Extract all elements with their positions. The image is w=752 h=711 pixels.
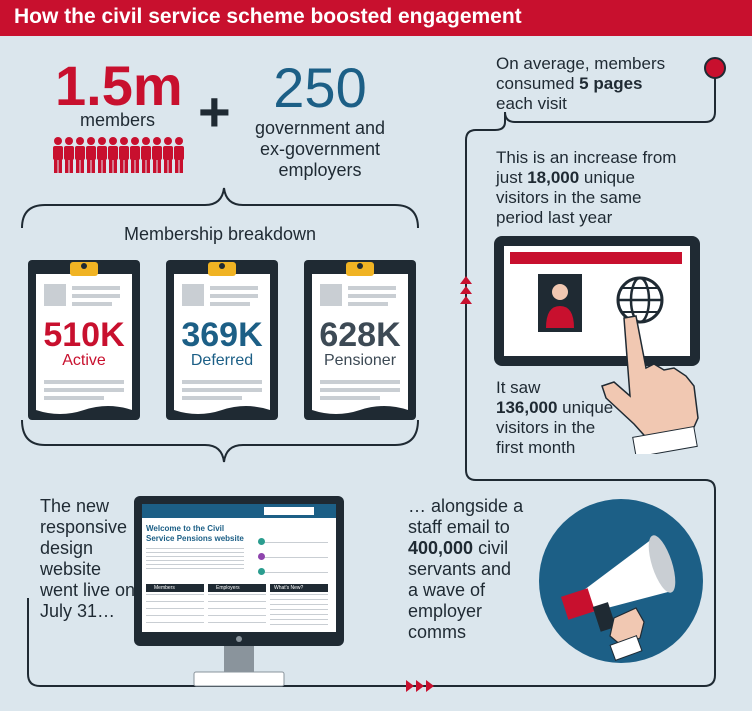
screen-col-2: [208, 594, 266, 626]
pensioner-value: 628K: [319, 316, 401, 354]
megaphone-illustration: [539, 499, 703, 663]
screen-welcome: Welcome to the Civil Service Pensions we…: [146, 524, 244, 543]
hand-icon: [609, 607, 645, 661]
megaphone-icon: [560, 535, 676, 632]
pointing-hand-icon: [601, 315, 699, 454]
month-text: It saw 136,000 unique visitors in the fi…: [496, 378, 614, 457]
user-icon: [552, 284, 568, 300]
clipboard-active: 510K Active: [28, 260, 140, 420]
pages-text: On average, members consumed 5 pages eac…: [496, 54, 666, 113]
clipboard-pensioner: 628K Pensioner: [304, 260, 416, 420]
screen-col-1: [146, 594, 204, 626]
title-bar: [0, 0, 752, 36]
deferred-value: 369K: [181, 316, 263, 354]
end-dot-icon: [704, 57, 726, 79]
screen-body: [146, 548, 244, 570]
deferred-label: Deferred: [190, 352, 254, 369]
bottom-brace: [21, 419, 419, 463]
plus-sign: +: [198, 80, 231, 143]
screen-tab-employers: Employers: [208, 584, 266, 592]
active-label: Active: [62, 352, 106, 369]
employers-label: government and ex-government employers: [254, 118, 386, 180]
page-title: How the civil service scheme boosted eng…: [14, 5, 522, 28]
tablet-illustration: [494, 236, 700, 454]
monitor: Welcome to the Civil Service Pensions we…: [134, 496, 344, 692]
employers-value: 250: [273, 56, 367, 119]
members-value: 1.5m: [55, 54, 183, 117]
clipboard-icon: [28, 260, 140, 420]
breakdown-heading: Membership breakdown: [123, 224, 317, 244]
arrow-up-icon: [460, 276, 472, 304]
clipboard-icon: [304, 260, 416, 420]
clipboard-deferred: 369K Deferred: [166, 260, 278, 420]
screen-col-3: [270, 594, 328, 626]
arrow-right-icon: [406, 680, 434, 692]
active-value: 510K: [43, 316, 125, 354]
members-label: members: [79, 110, 155, 130]
website-text: The new responsive design website went l…: [40, 496, 136, 621]
screen-tab-members: Members: [146, 584, 204, 592]
screen-tab-new: What's New?: [270, 584, 328, 592]
clipboard-icon: [166, 260, 278, 420]
top-brace: [21, 187, 419, 229]
people-icon: [53, 137, 184, 173]
pensioner-label: Pensioner: [323, 352, 397, 369]
email-text: … alongside a staff email to 400,000 civ…: [408, 496, 524, 642]
screen-sidebar: [258, 532, 328, 575]
increase-text: This is an increase from just 18,000 uni…: [496, 148, 677, 227]
